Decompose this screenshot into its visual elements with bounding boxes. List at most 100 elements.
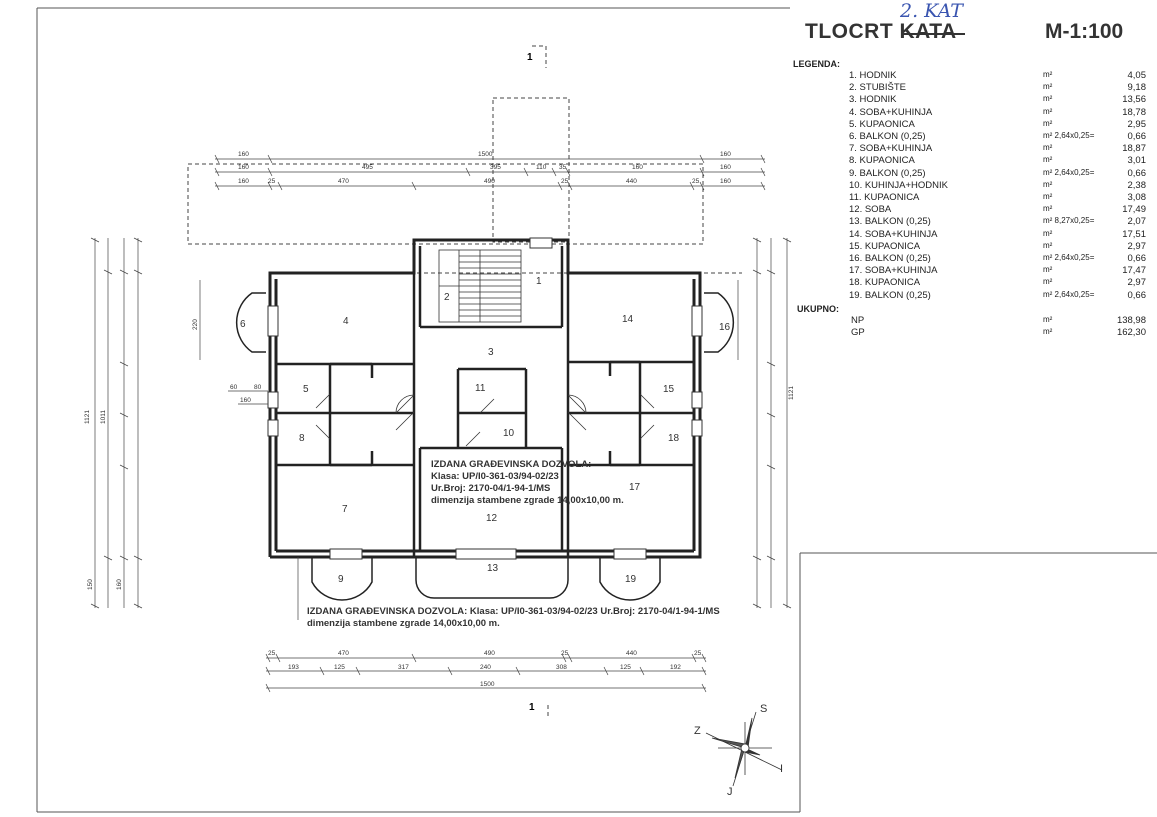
legend-item-value: 17,47 — [1122, 265, 1146, 277]
dim-bot1-a: 25 — [268, 650, 276, 657]
total-item-name: NP — [851, 315, 865, 326]
scale-label: M-1:100 — [1045, 20, 1124, 43]
legend-item-name: 3. HODNIK — [849, 94, 897, 106]
legend-item-unit: m² 8,27x0,25= — [1043, 216, 1095, 226]
plan-title: TLOCRT KATA — [805, 20, 957, 43]
compass-j: J — [727, 786, 733, 798]
interior-walls — [276, 246, 694, 557]
window-openings — [267, 237, 703, 560]
legend-item-name: 9. BALKON (0,25) — [849, 167, 926, 179]
permit-line-1: IZDANA GRAĐEVINSKA DOZVOLA: — [431, 459, 592, 470]
door-swings — [315, 393, 655, 447]
permit-bottom-line-2: dimenzija stambene zgrade 14,00x10,00 m. — [307, 618, 500, 629]
room-label-9: 9 — [338, 574, 344, 585]
legend-item-unit: m² — [1043, 179, 1053, 189]
dim-left-small-f: 160 — [116, 579, 123, 590]
dim-top2-g: 160 — [720, 164, 731, 171]
legend-item-name: 14. SOBA+KUHINJA — [849, 228, 938, 240]
dim-bot1-b: 470 — [338, 650, 349, 657]
compass-i: I — [780, 763, 783, 775]
legend-item-unit: m² — [1043, 70, 1053, 79]
legend-item-unit: m² — [1043, 228, 1053, 238]
dim-left-small-c: 160 — [240, 397, 251, 404]
dim-left-small-d: 220 — [192, 319, 199, 330]
dim-bot1-e: 440 — [626, 650, 637, 657]
legend-heading: LEGENDA: — [793, 59, 840, 69]
legend-item-value: 0,66 — [1127, 131, 1147, 142]
dimension-ticks — [90, 154, 792, 693]
room-label-5: 5 — [303, 384, 309, 395]
permit-bottom-line-1: IZDANA GRAĐEVINSKA DOZVOLA: Klasa: UP/I0… — [307, 606, 720, 617]
dim-left-inner: 1011 — [100, 410, 107, 424]
dim-top2-a: 160 — [238, 164, 249, 171]
sheet-frame — [36, 7, 1157, 813]
legend-item-value: 9,18 — [1127, 82, 1147, 94]
legend-item-name: 1. HODNIK — [849, 70, 897, 81]
permit-line-2: Klasa: UP/I0-361-03/94-02/23 — [431, 471, 559, 482]
dim-top2-c: 395 — [490, 164, 501, 171]
legend-item-value: 3,01 — [1127, 155, 1147, 167]
dim-top1-a: 160 — [238, 151, 249, 158]
title-strikethrough — [903, 33, 965, 35]
room-label-18: 18 — [668, 433, 680, 444]
room-label-15: 15 — [663, 384, 675, 395]
compass-z: Z — [694, 725, 701, 737]
dim-bot2-g: 192 — [670, 664, 681, 671]
legend-item-unit: m² 2,64x0,25= — [1043, 289, 1095, 299]
total-item-unit: m² — [1043, 315, 1053, 324]
dimension-lines — [94, 158, 788, 689]
legend-item-name: 10. KUHINJA+HODNIK — [849, 179, 948, 191]
dim-left-total: 1121 — [84, 410, 91, 424]
legend-item-value: 0,66 — [1127, 289, 1147, 301]
legend-item-value: 4,05 — [1127, 70, 1147, 81]
balconies — [235, 292, 735, 601]
compass-rose-icon: S Z I J — [694, 703, 783, 798]
legend-item-value: 17,49 — [1122, 204, 1146, 216]
room-numbers: 1 2 3 4 5 6 7 8 9 10 11 12 13 14 15 16 1… — [240, 276, 731, 585]
totals-heading: UKUPNO: — [797, 304, 839, 314]
room-label-13: 13 — [487, 563, 499, 574]
legend-item-name: 5. KUPAONICA — [849, 118, 915, 130]
dim-top3-a: 160 — [238, 178, 249, 185]
room-label-17: 17 — [629, 482, 641, 493]
handwritten-floor-note: 2. KAT — [900, 0, 963, 22]
legend-item-value: 0,66 — [1127, 253, 1147, 264]
legend-item-value: 2,38 — [1127, 179, 1147, 191]
legend-item-unit: m² — [1043, 94, 1053, 104]
dim-bot2-b: 125 — [334, 664, 345, 671]
dim-bot2-f: 125 — [620, 664, 631, 671]
section-mark-bottom: 1 — [529, 702, 535, 713]
room-label-11: 11 — [475, 383, 486, 394]
dim-top3-h: 160 — [720, 178, 731, 185]
legend-item-value: 17,51 — [1122, 228, 1146, 240]
legend-item-name: 6. BALKON (0,25) — [849, 131, 926, 142]
room-label-10: 10 — [503, 428, 515, 439]
room-label-4: 4 — [343, 316, 349, 327]
permit-note-bottom: IZDANA GRAĐEVINSKA DOZVOLA: Klasa: UP/I0… — [307, 606, 720, 630]
legend-item-value: 13,56 — [1122, 94, 1146, 106]
room-label-6: 6 — [240, 319, 246, 330]
legend-item-unit: m² — [1043, 155, 1053, 165]
dim-top3-c: 470 — [338, 178, 349, 185]
dim-bot1-d: 25 — [561, 650, 569, 657]
room-label-19: 19 — [625, 574, 637, 585]
dim-top2-f: 160 — [632, 164, 643, 171]
legend-item-value: 0,66 — [1127, 167, 1147, 179]
legend-item-unit: m² — [1043, 118, 1053, 128]
total-item-value: 162,30 — [1116, 327, 1146, 338]
dim-top1-b: 1500 — [478, 151, 493, 158]
legend-item-unit: m² — [1043, 277, 1053, 287]
legend-item-value: 2,95 — [1127, 118, 1147, 130]
dim-top3-d: 490 — [484, 178, 495, 185]
dimension-values: 160 1500 160 160 495 395 110 35 160 160 … — [84, 151, 795, 688]
room-label-16: 16 — [719, 322, 731, 333]
legend-item-unit: m² — [1043, 240, 1053, 250]
dim-bot2-d: 240 — [480, 664, 491, 671]
legend-item-name: 19. BALKON (0,25) — [849, 289, 931, 301]
legend-item-name: 15. KUPAONICA — [849, 240, 921, 252]
legend-item-name: 7. SOBA+KUHINJA — [849, 143, 933, 155]
room-label-14: 14 — [622, 314, 634, 325]
legend-item-name: 8. KUPAONICA — [849, 155, 915, 167]
